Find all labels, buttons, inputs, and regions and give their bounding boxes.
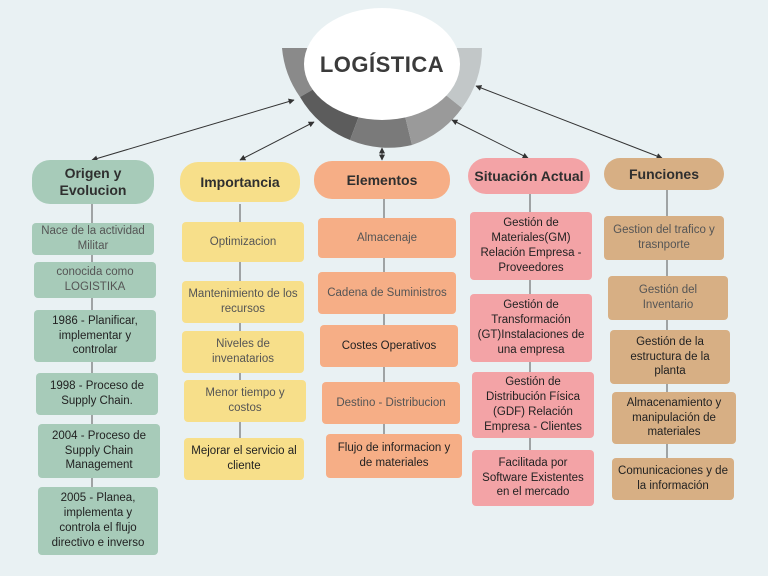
hub-arrows bbox=[91, 85, 663, 162]
origen-item-1: Nace de la actividad Militar bbox=[32, 223, 154, 255]
importancia-item-3: Niveles de invenatarios bbox=[182, 331, 304, 373]
hub-title: LOGÍSTICA bbox=[319, 52, 445, 77]
funciones-item-3: Gestión de la estructura de la planta bbox=[610, 330, 730, 384]
importancia-item-4: Menor tiempo y costos bbox=[184, 380, 306, 422]
funciones-item-4: Almacenamiento y manipulación de materia… bbox=[612, 392, 736, 444]
arrow-importancia bbox=[239, 121, 315, 161]
elementos-item-5: Flujo de informacion y de materiales bbox=[326, 434, 462, 478]
importancia-item-1: Optimizacion bbox=[182, 222, 304, 262]
elementos-item-1: Almacenaje bbox=[318, 218, 456, 258]
arrow-funciones bbox=[475, 85, 663, 159]
situacion-item-2: Gestión de Transformación (GT)Instalacio… bbox=[470, 294, 592, 362]
branch-title-funciones: Funciones bbox=[604, 158, 724, 190]
funciones-item-1: Gestion del trafico y trasnporte bbox=[604, 216, 724, 260]
arrow-situacion bbox=[451, 119, 529, 159]
importancia-item-5: Mejorar el servicio al cliente bbox=[184, 438, 304, 480]
origen-item-5: 2004 - Proceso de Supply Chain Managemen… bbox=[38, 424, 160, 478]
branch-title-importancia: Importancia bbox=[180, 162, 300, 202]
elementos-item-4: Destino - Distribucion bbox=[322, 382, 460, 424]
origen-item-6: 2005 - Planea, implementa y controla el … bbox=[38, 487, 158, 555]
situacion-item-3: Gestión de Distribución Física (GDF) Rel… bbox=[472, 372, 594, 438]
branch-title-origen: Origen y Evolucion bbox=[32, 160, 154, 204]
origen-item-4: 1998 - Proceso de Supply Chain. bbox=[36, 373, 158, 415]
branch-title-elementos: Elementos bbox=[314, 161, 450, 199]
hub-ring-segment bbox=[300, 78, 362, 140]
situacion-item-1: Gestión de Materiales(GM) Relación Empre… bbox=[470, 212, 592, 280]
origen-item-3: 1986 - Planificar, implementar y control… bbox=[34, 310, 156, 362]
arrow-origen bbox=[91, 98, 295, 162]
situacion-item-4: Facilitada por Software Existentes en el… bbox=[472, 450, 594, 506]
funciones-item-2: Gestión del Inventario bbox=[608, 276, 728, 320]
hub-ring-segment bbox=[404, 88, 462, 145]
elementos-item-2: Cadena de Suministros bbox=[318, 272, 456, 314]
funciones-item-5: Comunicaciones y de la información bbox=[612, 458, 734, 500]
hub-center bbox=[304, 8, 460, 120]
branch-title-situacion: Situación Actual bbox=[468, 158, 590, 194]
importancia-item-2: Mantenimiento de los recursos bbox=[182, 281, 304, 323]
elementos-item-3: Costes Operativos bbox=[320, 325, 458, 367]
origen-item-2: conocida como LOGISTIKA bbox=[34, 262, 156, 298]
